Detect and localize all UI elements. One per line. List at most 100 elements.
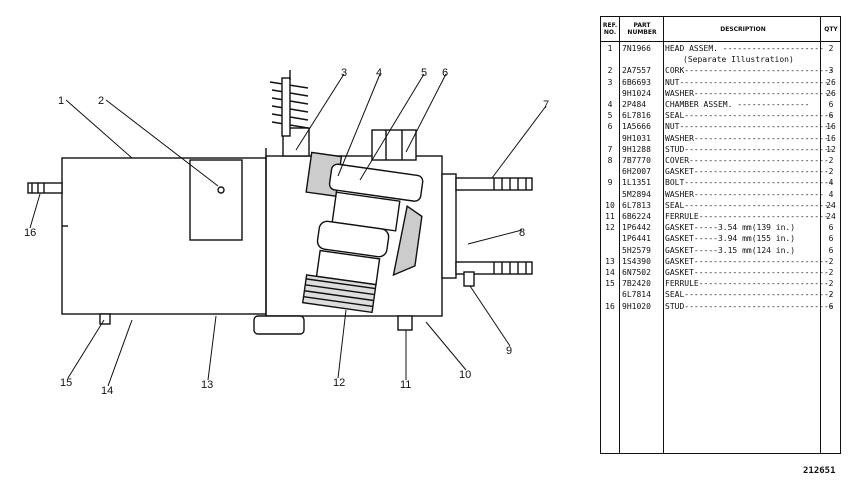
row-ref: 12 [605, 223, 615, 233]
row-description: (Separate Illustration) [683, 55, 794, 65]
row-qty: 6 [828, 245, 834, 255]
row-qty: 2 [828, 279, 834, 289]
row-ref: 1 [607, 44, 613, 53]
row-part-number: 6N7502 [622, 268, 651, 277]
callout-16: 16 [24, 227, 36, 239]
row-part-number: 2P484 [622, 100, 647, 109]
row-qty: 2 [828, 156, 834, 165]
row-ref: 3 [607, 77, 613, 87]
row-description: GASKET-----3.94 mm(155 in.) [665, 234, 796, 244]
row-ref: 9 [607, 178, 613, 188]
row-description: GASKET---------------------------- [665, 167, 829, 177]
callout-13: 13 [201, 379, 213, 391]
table-row: 13 1S4390 GASKET--------------------------… [601, 256, 840, 267]
table-row: 3 6B6693 NUT------------------------------… [601, 77, 840, 88]
row-qty: 26 [826, 77, 836, 87]
row-qty: 6 [828, 223, 834, 233]
row-description: STUD------------------------------- [665, 301, 834, 311]
header-ref-line2: NO. [603, 29, 617, 36]
row-qty: 4 [828, 178, 834, 188]
row-description: SEAL------------------------------- [665, 200, 834, 210]
row-part-number: 6H2007 [622, 167, 651, 177]
row-part-number: 1P6441 [622, 234, 651, 244]
header-ref: REF. NO. [601, 22, 619, 36]
callout-6: 6 [442, 67, 448, 79]
col-divider [820, 17, 821, 453]
callout-7: 7 [543, 99, 549, 111]
row-qty: 4 [828, 189, 834, 199]
row-qty: 2 [828, 44, 834, 53]
row-ref: 5 [607, 111, 613, 121]
row-description: GASKET---------------------------- [665, 256, 829, 266]
row-description: FERRULE--------------------------- [665, 279, 829, 289]
cork-plug [217, 186, 225, 194]
callout-3: 3 [341, 67, 347, 79]
row-part-number: 9H1288 [622, 144, 651, 154]
row-part-number: 1P6442 [622, 223, 651, 233]
callout-4: 4 [376, 67, 382, 79]
row-part-number: 7B2420 [622, 279, 651, 289]
row-part-number: 6B6693 [622, 77, 651, 87]
table-row: 6H2007 GASKET----------------------------… [601, 166, 840, 177]
row-description: FERRULE--------------------------- [665, 212, 829, 221]
callout-15: 15 [60, 377, 72, 389]
row-description: NUT------------------------------- [665, 77, 829, 87]
row-description: WASHER---------------------------- [665, 133, 829, 143]
callout-12: 12 [333, 377, 345, 389]
callout-10: 10 [459, 369, 471, 381]
row-ref: 4 [607, 100, 613, 109]
row-qty: 2 [828, 256, 834, 266]
chamber-assembly [301, 151, 424, 314]
row-part-number: 1S4390 [622, 256, 651, 266]
row-qty: 6 [828, 301, 834, 311]
spring-stud-stack [269, 70, 310, 157]
row-description: GASKET-----3.15 mm(124 in.) [665, 245, 796, 255]
col-divider [663, 17, 664, 453]
row-ref: 13 [605, 256, 615, 266]
col-divider [619, 17, 620, 453]
row-part-number: 9H1020 [622, 301, 651, 311]
row-description: GASKET-----3.54 mm(139 in.) [665, 223, 796, 233]
table-row: 1 7N1966 HEAD ASSEM. ---------------------… [601, 43, 840, 54]
row-description: GASKET---------------------------- [665, 268, 829, 277]
row-part-number: 5H2579 [622, 245, 651, 255]
row-description: SEAL------------------------------- [665, 111, 834, 121]
row-ref: 14 [605, 268, 615, 277]
callout-14: 14 [101, 385, 113, 397]
row-part-number: 1L1351 [622, 178, 651, 188]
assembly-drawing: 1 2 3 4 5 6 7 8 9 10 11 12 13 14 15 16 [24, 67, 549, 397]
bottom-gasket [253, 315, 305, 335]
row-part-number: 7N1966 [622, 44, 651, 53]
row-part-number: 6B6224 [622, 212, 651, 221]
row-qty: 2 [828, 268, 834, 277]
row-description: WASHER----------------------------- [665, 88, 834, 98]
row-description: WASHER--------------------------- [665, 189, 824, 199]
table-row: 9 1L1351 BOLT-----------------------------… [601, 177, 840, 188]
row-ref: 6 [607, 122, 613, 132]
row-part-number: 2A7557 [622, 66, 651, 76]
callout-11: 11 [400, 379, 411, 391]
row-ref: 16 [605, 301, 615, 311]
table-row: (Separate Illustration) [601, 54, 840, 65]
row-ref: 8 [607, 156, 613, 165]
header-part: PART NUMBER [620, 22, 664, 36]
row-part-number: 1A5666 [622, 122, 651, 132]
row-part-number: 9H1024 [622, 88, 651, 98]
row-part-number: 6L7813 [622, 200, 651, 210]
table-header: REF. NO. PART NUMBER DESCRIPTION QTY [601, 17, 840, 42]
callout-2: 2 [98, 95, 104, 107]
callout-1: 1 [58, 95, 64, 107]
row-part-number: 9H1031 [622, 133, 651, 143]
row-ref: 15 [605, 279, 615, 289]
row-description: BOLT------------------------------- [665, 178, 834, 188]
row-qty: 24 [826, 212, 836, 221]
row-qty: 2 [828, 167, 834, 177]
row-description: HEAD ASSEM. --------------------- [665, 44, 824, 53]
